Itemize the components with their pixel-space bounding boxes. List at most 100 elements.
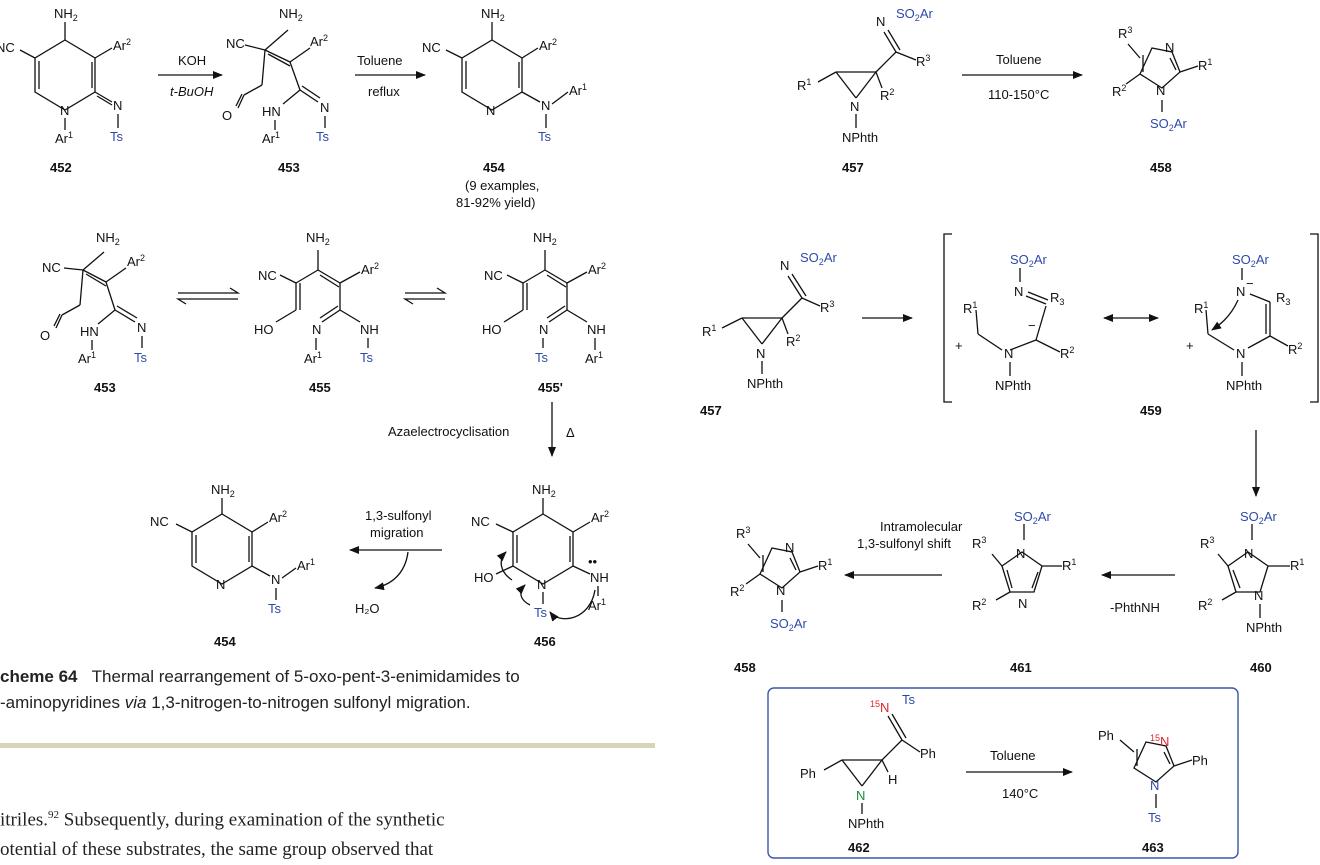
label-456: 456 (534, 634, 556, 649)
svg-text:R3: R3 (1118, 25, 1132, 41)
label-458-top: 458 (1150, 160, 1172, 175)
label-458-bottom: 458 (734, 660, 756, 675)
svg-text:SO2Ar: SO2Ar (1014, 509, 1051, 526)
body-line-2: otential of these substrates, the same g… (0, 839, 434, 861)
svg-text:NPhth: NPhth (1246, 620, 1282, 635)
svg-text:R2: R2 (1060, 345, 1074, 361)
svg-text:NC: NC (226, 36, 245, 51)
svg-text:N: N (271, 572, 280, 587)
svg-text:Ph: Ph (800, 766, 816, 781)
svg-text:NC: NC (258, 268, 277, 283)
svg-text:H: H (888, 772, 897, 787)
structure-454-top: NH2 Ar2 NC N Ar1 Ts N 454 (9 examples, 8… (422, 6, 587, 210)
svg-text:Ts: Ts (535, 350, 549, 365)
svg-text:Ar1: Ar1 (262, 130, 280, 146)
svg-text:SO2Ar: SO2Ar (1232, 252, 1269, 269)
svg-text:N: N (1236, 284, 1245, 299)
svg-text:N: N (1156, 83, 1165, 98)
cond-intramol-2: 1,3-sulfonyl shift (857, 536, 951, 551)
label-455: 455 (309, 380, 331, 395)
isotope-label-box (767, 687, 1239, 859)
cond-temp2: 140°C (1002, 786, 1038, 801)
svg-text:NH2: NH2 (96, 230, 120, 247)
svg-text:Ts: Ts (538, 129, 552, 144)
svg-text:N: N (1254, 588, 1263, 603)
cond-delta: Δ (566, 425, 575, 440)
label-453-mid: 453 (94, 380, 116, 395)
body-ref[interactable]: 92 (48, 809, 60, 821)
cond-phthnh: -PhthNH (1110, 600, 1160, 615)
svg-text:O: O (222, 108, 232, 123)
svg-text:NPhth: NPhth (848, 816, 884, 831)
svg-text:Ts: Ts (902, 692, 916, 707)
svg-text:R1: R1 (1290, 557, 1304, 573)
structure-462: N NPhth Ph H 15N Ts Ph 462 (800, 692, 936, 855)
svg-text:NC: NC (150, 514, 169, 529)
cond-azaelectrocyclisation: Azaelectrocyclisation (388, 424, 509, 439)
svg-text:R2: R2 (880, 87, 894, 103)
svg-text:R2: R2 (1112, 83, 1126, 99)
svg-text:Ar2: Ar2 (591, 509, 609, 525)
svg-text:NH2: NH2 (306, 230, 330, 247)
svg-text:Ph: Ph (1192, 753, 1208, 768)
svg-text:N: N (876, 14, 885, 29)
svg-text:Ar2: Ar2 (588, 261, 606, 277)
svg-text:Ts: Ts (316, 129, 330, 144)
label-455-prime: 455' (538, 380, 563, 395)
svg-text:NC: NC (42, 260, 61, 275)
svg-text:NH: NH (360, 322, 379, 337)
svg-text:Ar2: Ar2 (127, 253, 145, 269)
cond-right-toluene: Toluene (996, 52, 1042, 67)
svg-text:Ar1: Ar1 (55, 130, 73, 146)
svg-text:N: N (486, 103, 495, 118)
svg-text:R1: R1 (797, 77, 811, 93)
cond-water: H₂O (355, 601, 380, 616)
svg-text:N: N (780, 258, 789, 273)
svg-text:SO2Ar: SO2Ar (800, 250, 837, 267)
svg-text:N: N (1016, 546, 1025, 561)
svg-text:Ar2: Ar2 (269, 509, 287, 525)
cond-intramol-1: Intramolecular (880, 519, 963, 534)
svg-text:Ts: Ts (134, 350, 148, 365)
svg-text:••: •• (588, 554, 598, 569)
cond-reflux: reflux (368, 84, 400, 99)
svg-text:Ts: Ts (360, 350, 374, 365)
structure-454-bottom: NH2 Ar2 NC N Ar1 Ts N 454 (150, 482, 315, 649)
svg-text:NH: NH (590, 570, 609, 585)
cond-migration-2: migration (370, 525, 423, 540)
svg-text:R1: R1 (963, 300, 977, 316)
svg-text:NC: NC (484, 268, 503, 283)
svg-text:Ar2: Ar2 (539, 37, 557, 53)
equilibrium-arrow-2 (402, 287, 448, 305)
cond-tbuoh: t-BuOH (170, 84, 214, 99)
svg-text:Ar1: Ar1 (297, 557, 315, 573)
svg-text:HO: HO (254, 322, 274, 337)
label-460: 460 (1250, 660, 1272, 675)
svg-text:N: N (856, 788, 865, 803)
svg-text:N: N (537, 577, 546, 592)
svg-text:NH: NH (587, 322, 606, 337)
svg-text:N: N (539, 322, 548, 337)
svg-text:R2: R2 (730, 583, 744, 599)
label-463: 463 (1142, 840, 1164, 855)
svg-text:SO2Ar: SO2Ar (896, 6, 933, 23)
svg-text:NH2: NH2 (54, 6, 78, 23)
svg-text:R2: R2 (972, 597, 986, 613)
svg-text:Ar1: Ar1 (585, 350, 603, 366)
svg-text:R2: R2 (1288, 341, 1302, 357)
svg-text:N: N (1165, 40, 1174, 55)
svg-text:Ar1: Ar1 (304, 350, 322, 366)
caption-label: cheme 64 (0, 667, 78, 686)
svg-text:R2: R2 (786, 333, 800, 349)
svg-text:Ts: Ts (110, 129, 124, 144)
cond-migration-1: 1,3-sulfonyl (365, 508, 432, 523)
svg-text:NPhth: NPhth (995, 378, 1031, 393)
svg-text:NPhth: NPhth (842, 130, 878, 145)
svg-text:N: N (312, 322, 321, 337)
label-461: 461 (1010, 660, 1032, 675)
svg-text:Ts: Ts (534, 605, 548, 620)
label-454-bottom: 454 (214, 634, 236, 649)
structure-458-bottom: N N R1 R3 R2 SO2Ar 458 (730, 525, 832, 675)
label-462: 462 (848, 840, 870, 855)
svg-text:R1: R1 (702, 323, 716, 339)
